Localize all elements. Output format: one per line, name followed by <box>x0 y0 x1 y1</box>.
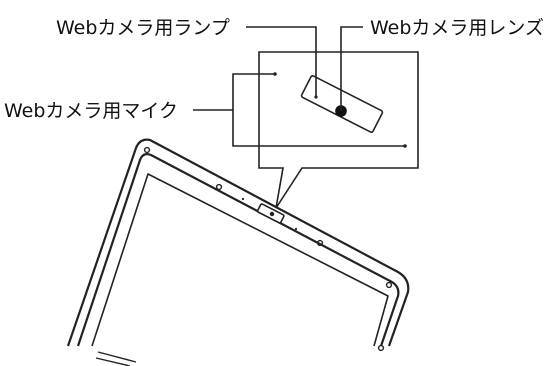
keyboard-edge-2 <box>95 357 131 366</box>
mic-label: Webカメラ用マイク <box>4 100 178 122</box>
lens-label: Webカメラ用レンズ <box>370 17 544 39</box>
lamp-leader-line <box>246 26 317 97</box>
callout-box <box>258 51 419 209</box>
display-inner-bezel <box>76 153 400 347</box>
bezel-screws <box>143 146 393 352</box>
callout-outline <box>258 51 419 209</box>
bezel-dot <box>294 227 298 231</box>
laptop-base-hint <box>95 351 137 366</box>
screw-top-right <box>316 239 324 247</box>
mic-bracket-line <box>232 73 405 147</box>
webcam-module-lens <box>269 211 275 217</box>
screw-right-low <box>377 344 385 352</box>
screw-top-left <box>143 146 151 154</box>
bezel-dots <box>241 197 298 231</box>
bezel-dot <box>241 197 245 201</box>
lens-leader-line <box>340 26 363 111</box>
lamp-label: Webカメラ用ランプ <box>56 17 230 39</box>
display-screen <box>91 173 389 347</box>
webcam-module-small <box>256 203 285 224</box>
screw-top-mid <box>215 183 223 191</box>
laptop-display <box>66 138 410 347</box>
leader-lines <box>193 26 405 147</box>
screw-right <box>385 281 393 289</box>
keyboard-edge-1 <box>97 351 137 363</box>
display-outer-bezel <box>66 138 410 347</box>
